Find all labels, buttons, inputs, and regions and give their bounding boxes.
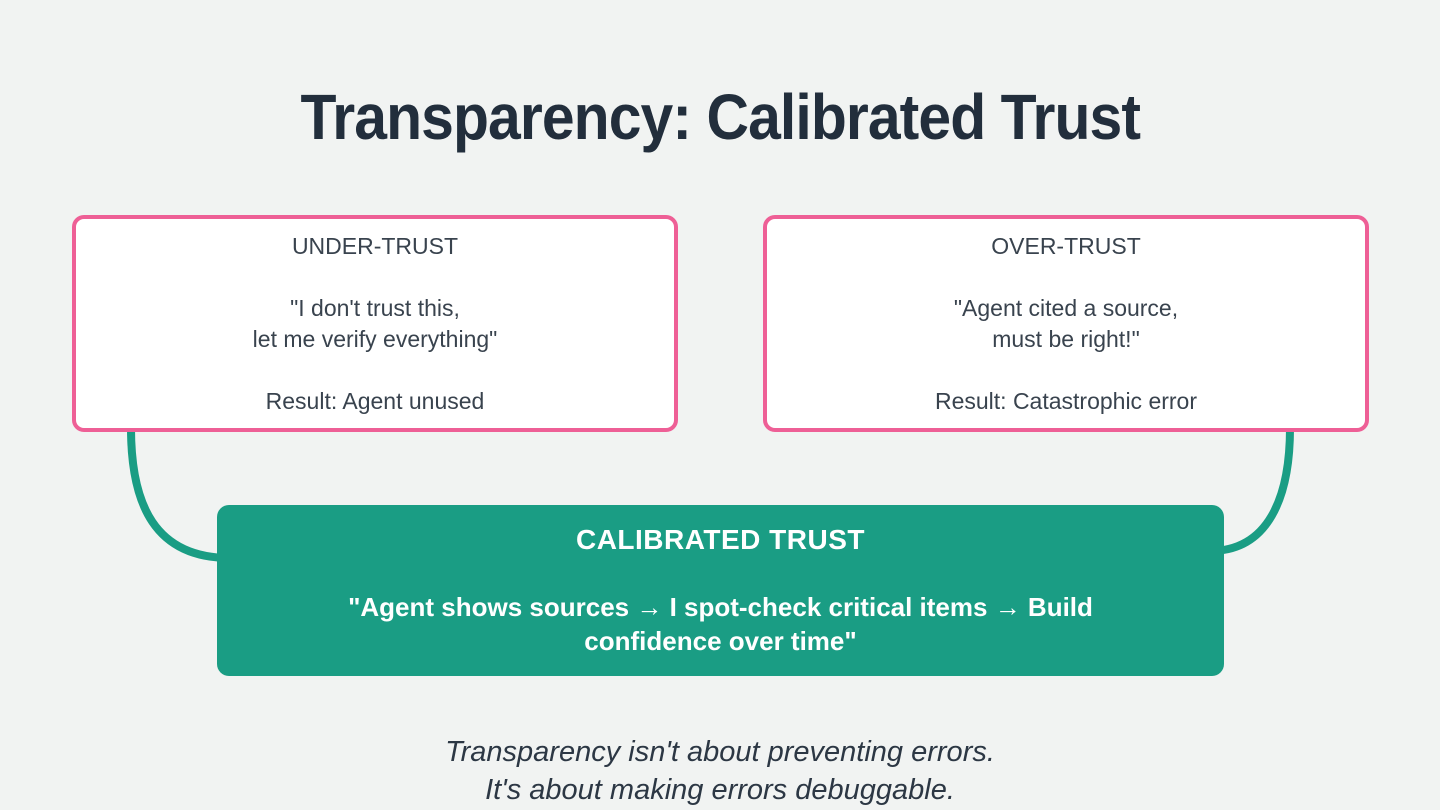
calibrated-trust-quote: "Agent shows sources → I spot-check crit… xyxy=(348,592,1093,656)
page-title-text: Transparency: Calibrated Trust xyxy=(300,81,1140,153)
over-trust-result: Result: Catastrophic error xyxy=(934,387,1198,414)
under-trust-result: Result: Agent unused xyxy=(265,387,485,414)
calibrated-trust-heading: CALIBRATED TRUST xyxy=(575,524,865,555)
under-trust-heading: UNDER-TRUST xyxy=(291,232,459,259)
footer-note-line1: Transparency isn't about preventing erro… xyxy=(445,736,995,768)
under-trust-quote: "I don't trust this, let me verify every… xyxy=(253,293,498,355)
under-trust-quote-line2: let me verify everything" xyxy=(252,325,498,352)
over-trust-heading: OVER-TRUST xyxy=(991,232,1141,259)
under-trust-box: UNDER-TRUST "I don't trust this, let me … xyxy=(72,215,678,432)
over-trust-quote-line1: "Agent cited a source, xyxy=(953,294,1179,321)
connector-left-curve xyxy=(127,424,234,562)
footer-note: Transparency isn't about preventing erro… xyxy=(0,733,1440,809)
over-trust-box: OVER-TRUST "Agent cited a source, must b… xyxy=(763,215,1369,432)
page-title: Transparency: Calibrated Trust xyxy=(0,80,1440,154)
footer-note-line2: It's about making errors debuggable. xyxy=(485,774,955,806)
over-trust-quote: "Agent cited a source, must be right!" xyxy=(954,293,1178,355)
calibrated-trust-box: CALIBRATED TRUST "Agent shows sources → … xyxy=(217,505,1224,676)
under-trust-quote-line1: "I don't trust this, xyxy=(290,294,460,321)
over-trust-quote-line2: must be right!" xyxy=(992,325,1140,352)
